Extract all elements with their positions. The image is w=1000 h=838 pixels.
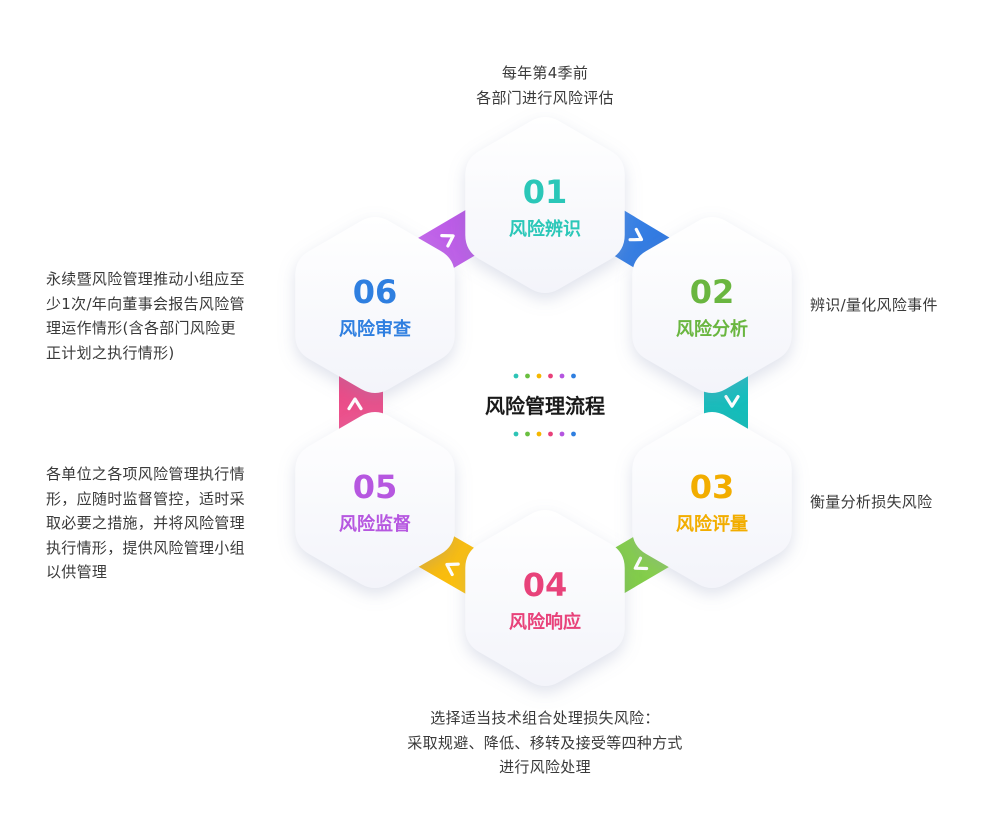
description-line: 形，应随时监督管控，适时采	[46, 489, 245, 508]
hexagon-shape	[465, 510, 625, 686]
step-number: 02	[690, 273, 735, 311]
description-line: 选择适当技术组合处理损失风险：	[430, 709, 660, 727]
arrow-01-to-02-chevron-icon	[724, 395, 740, 408]
step-01-description: 每年第4季前各部门进行风险评估	[0, 61, 1000, 110]
center-dot	[525, 373, 530, 379]
step-title: 风险分析	[676, 318, 748, 340]
step-number: 04	[523, 566, 568, 604]
center-title: 风险管理流程	[485, 394, 605, 418]
step-hexagons: 01 风险辨识 02 风险分析 03 风险评量 04 风险响应 05 风险监督 06 风险审查	[295, 117, 792, 686]
description-line: 理运作情形(含各部门风险更	[46, 319, 236, 337]
step-06-description: 永续暨风险管理推动小组应至少1次/年向董事会报告风险管理运作情形(含各部门风险更…	[46, 267, 245, 365]
description-line: 采取规避、降低、移转及接受等四种方式	[407, 733, 683, 752]
step-05-description: 各单位之各项风险管理执行情形，应随时监督管控，适时采取必要之措施，并将风险管理执…	[46, 462, 245, 585]
center-dot	[548, 373, 553, 379]
hexagon-shape	[465, 117, 625, 293]
step-hexagon-01: 01 风险辨识	[465, 117, 625, 293]
step-title: 风险响应	[509, 611, 581, 633]
center-dots-bottom	[513, 431, 576, 437]
center-dot	[513, 373, 519, 379]
center-dot	[559, 373, 565, 379]
description-line: 各部门进行风险评估	[476, 88, 614, 107]
arrow-03-to-04-chevron-icon	[445, 562, 460, 577]
step-number: 06	[353, 273, 398, 311]
step-number: 01	[523, 173, 568, 211]
center-dot	[571, 373, 576, 379]
step-03-description: 衡量分析损失风险	[810, 490, 932, 515]
description-line: 取必要之措施，并将风险管理	[46, 514, 245, 532]
step-number: 05	[353, 468, 398, 506]
step-02-description: 辨识/量化风险事件	[810, 293, 938, 318]
arrow-05-to-06-chevron-icon	[440, 234, 455, 248]
arrow-02-to-03-chevron-icon	[633, 556, 649, 571]
step-hexagon-05: 05 风险监督	[295, 412, 455, 588]
center-dot	[525, 431, 530, 437]
step-hexagon-06: 06 风险审查	[295, 217, 455, 393]
hexagon-shape	[295, 412, 455, 588]
hexagon-shape	[632, 217, 792, 393]
center-dot	[536, 373, 542, 379]
step-04-description: 选择适当技术组合处理损失风险： 采取规避、降低、移转及接受等四种方式进行风险处理	[0, 706, 1000, 780]
step-hexagon-03: 03 风险评量	[632, 412, 792, 588]
center-dots-top	[513, 373, 576, 379]
description-line: 以供管理	[46, 563, 108, 581]
description-line: 衡量分析损失风险	[810, 493, 933, 511]
description-line: 正计划之执行情形)	[46, 343, 175, 362]
hexagon-shape	[295, 217, 455, 393]
center-dot	[536, 431, 542, 437]
step-number: 03	[690, 468, 735, 506]
description-line: 永续暨风险管理推动小组应至	[46, 270, 245, 288]
description-line: 每年第4季前	[501, 64, 589, 82]
center-block: 风险管理流程	[485, 373, 605, 437]
description-line: 各单位之各项风险管理执行情	[46, 465, 245, 483]
description-line: 少1次/年向董事会报告风险管	[46, 294, 245, 313]
arrow-06-to-01-chevron-icon	[628, 227, 644, 242]
description-line: 进行风险处理	[499, 758, 591, 776]
step-title: 风险辨识	[509, 218, 581, 240]
arrow-04-to-05-chevron-icon	[347, 397, 363, 411]
step-title: 风险监督	[339, 513, 411, 535]
step-hexagon-02: 02 风险分析	[632, 217, 792, 393]
center-dot	[571, 431, 576, 437]
hexagon-shape	[632, 412, 792, 588]
center-dot	[548, 431, 553, 437]
step-title: 风险评量	[676, 513, 748, 535]
step-title: 风险审查	[339, 318, 411, 340]
center-dot	[513, 431, 519, 437]
step-hexagon-04: 04 风险响应	[465, 510, 625, 686]
description-line: 执行情形，提供风险管理小组	[46, 538, 245, 557]
center-dot	[559, 431, 565, 437]
description-line: 辨识/量化风险事件	[810, 296, 938, 314]
